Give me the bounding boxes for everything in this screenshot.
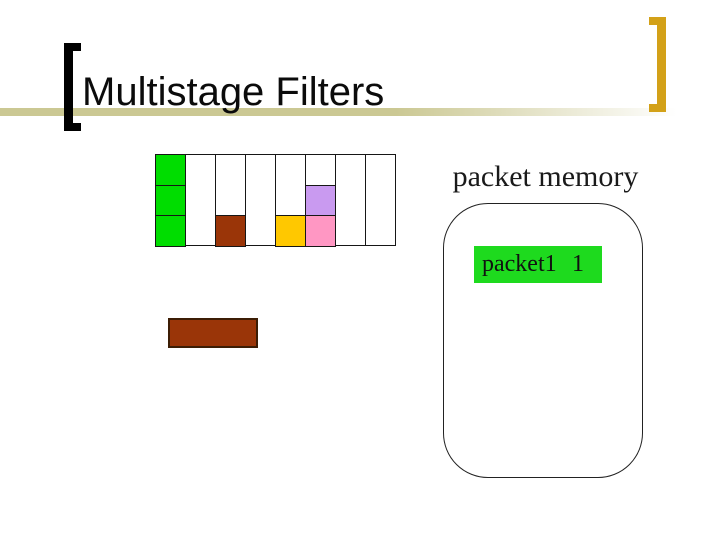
title-rule: [0, 108, 720, 116]
grid-column: [245, 154, 276, 246]
arriving-packet-rect: [168, 318, 258, 348]
counter-cell-yellow: [275, 215, 306, 247]
counter-cell-purple: [305, 184, 336, 217]
grid-column: [335, 154, 366, 246]
counter-cell-green: [155, 154, 186, 186]
counter-cell-green: [155, 215, 186, 247]
grid-column: [185, 154, 216, 246]
packet-entry: packet1 1: [474, 246, 602, 283]
packet-memory-label: packet memory: [452, 160, 639, 193]
filter-grid: [155, 154, 396, 247]
counter-cell-green: [155, 184, 186, 217]
right-bracket-decoration: [649, 17, 666, 112]
grid-column: [365, 154, 396, 246]
packet-memory-container: [443, 203, 643, 478]
counter-cell-pink: [305, 215, 336, 247]
slide-title: Multistage Filters: [82, 70, 385, 114]
counter-cell-brown: [215, 215, 246, 247]
left-bracket-decoration: [64, 43, 81, 131]
packet-entry-count: 1: [572, 251, 584, 277]
packet-entry-name: packet1: [482, 251, 557, 277]
